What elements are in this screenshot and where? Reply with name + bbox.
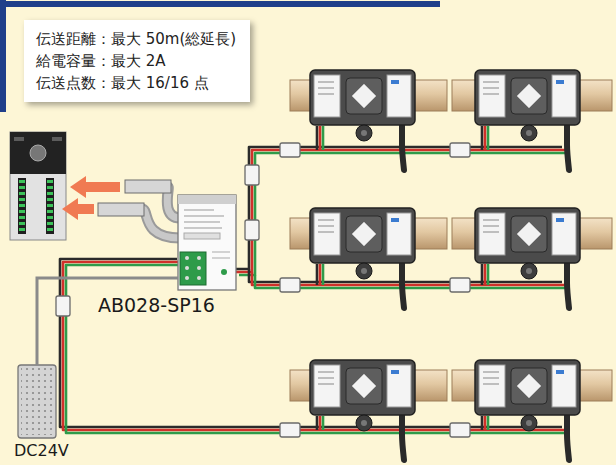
power-cable (37, 278, 178, 365)
pipes (290, 80, 612, 401)
spec-line: 給電容量：最大 2A (36, 50, 236, 72)
part-label: AB028-SP16 (98, 294, 215, 316)
terminal-module (178, 195, 236, 290)
frame-line (0, 0, 6, 112)
terminal-module: AB028-SP16 (178, 195, 236, 290)
frame-line (0, 1, 440, 7)
power-supply: DC24V (18, 365, 56, 438)
sensors (310, 70, 580, 460)
spec-line: 伝送距離：最大 50m(総延長) (36, 28, 236, 50)
power-supply (18, 365, 56, 438)
part-label: DC24V (14, 441, 69, 460)
spec-box: 伝送距離：最大 50m(総延長)給電容量：最大 2A伝送点数：最大 16/16 … (24, 20, 250, 102)
spec-line: 伝送点数：最大 16/16 点 (36, 72, 236, 94)
signal-arrows (62, 176, 120, 220)
cable-clips (56, 143, 470, 437)
plc (10, 132, 66, 240)
